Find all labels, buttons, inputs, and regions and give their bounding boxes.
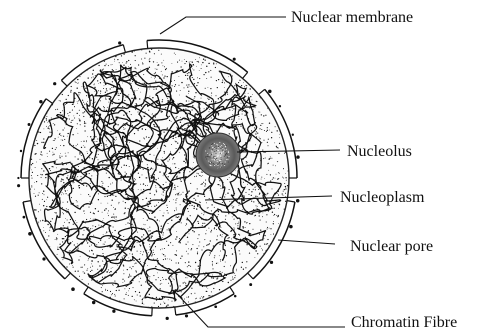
label-nucleoplasm: Nucleoplasm [340,189,425,206]
label-chromatin-fibre: Chromatin Fibre [351,314,457,330]
label-nucleolus: Nucleolus [347,143,412,160]
pore-leader-line [278,240,335,244]
nucleolus [196,133,240,177]
label-nuclear-membrane: Nuclear membrane [291,9,413,26]
membrane-leader-line [160,17,286,34]
label-nuclear-pore: Nuclear pore [350,238,433,255]
